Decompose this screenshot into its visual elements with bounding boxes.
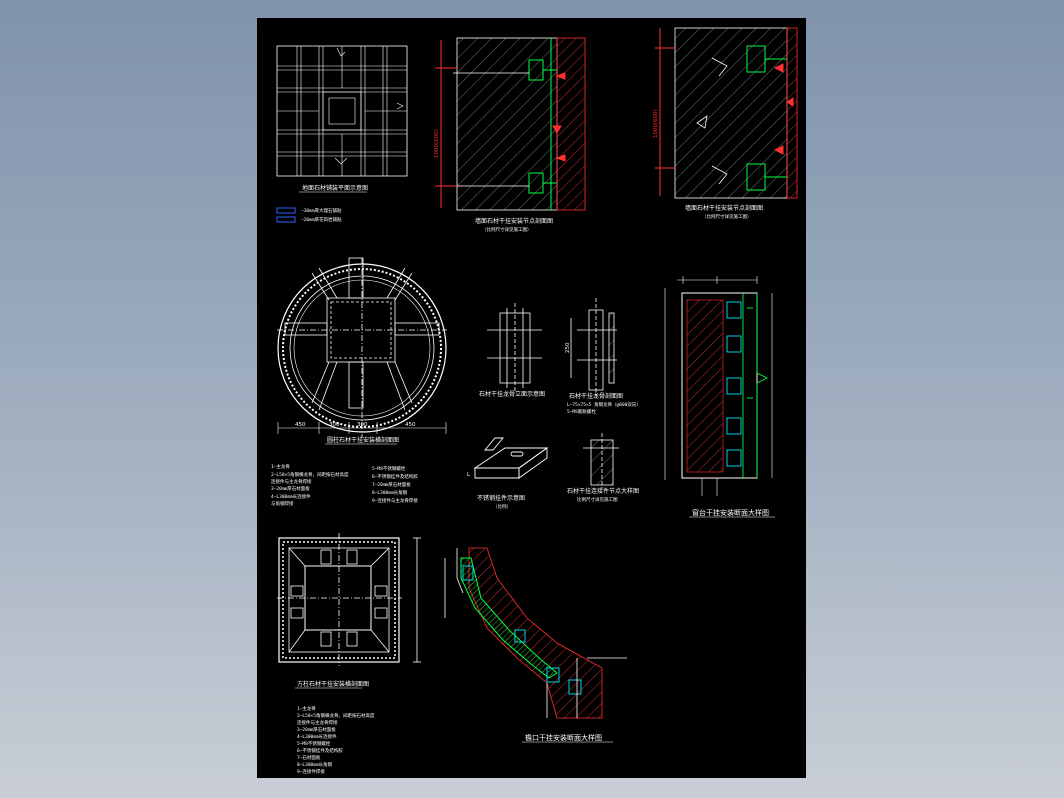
svg-text:5—M8膨胀螺栓: 5—M8膨胀螺栓 xyxy=(567,408,596,415)
svg-text:2—L50×5角钢横龙骨，间距按石材高度: 2—L50×5角钢横龙骨，间距按石材高度 xyxy=(271,471,349,478)
svg-text:3—20mm厚石材面板: 3—20mm厚石材面板 xyxy=(271,485,310,492)
bracket-detail-scale: 比例尺寸详见施工图 xyxy=(577,496,618,503)
svg-text:2—L50×5角钢横龙骨，间距按石材高度: 2—L50×5角钢横龙骨，间距按石材高度 xyxy=(297,712,375,719)
eave-section-view: 檐口干挂安装断面大样图 xyxy=(444,547,627,743)
svg-text:1—主龙骨: 1—主龙骨 xyxy=(297,705,316,712)
window-section-view: 窗台干挂安装断面大样图 xyxy=(664,276,775,518)
svg-text:9—连接件与主龙骨焊接: 9—连接件与主龙骨焊接 xyxy=(372,497,418,504)
round-dim-2: 300 xyxy=(329,422,340,428)
wall-2-scale: （比例尺寸详见施工图） xyxy=(702,213,752,220)
cad-drawing: 地面石材铺装平面示意图 —30mm厚大理石铺贴 —20mm厚花岗岩铺贴 1000… xyxy=(271,27,798,775)
keel-section-title: 石材干挂龙骨剖面图 xyxy=(569,392,623,400)
svg-text:5—M8不锈钢螺栓: 5—M8不锈钢螺栓 xyxy=(372,465,406,472)
round-dim-1: 450 xyxy=(295,422,306,428)
svg-text:9—连接件焊接: 9—连接件焊接 xyxy=(297,768,325,775)
round-column-notes: 1—主龙骨 2—L50×5角钢横龙骨，间距按石材高度 连接件与主龙骨焊接 3—2… xyxy=(271,463,418,507)
bracket-detail-view: 石材干挂连接件节点大样图 比例尺寸详见施工图 xyxy=(567,433,639,503)
bracket-label: L xyxy=(467,472,471,478)
svg-text:4—L300mm长连接件: 4—L300mm长连接件 xyxy=(271,493,311,500)
svg-text:与角钢焊接: 与角钢焊接 xyxy=(271,500,294,507)
square-column-title: 方柱石材干挂安装横剖面图 xyxy=(297,680,369,688)
eave-section-title: 檐口干挂安装断面大样图 xyxy=(525,733,602,742)
svg-text:6—不锈钢挂件及结构胶: 6—不锈钢挂件及结构胶 xyxy=(372,473,418,480)
svg-text:6—不锈钢挂件及结构胶: 6—不锈钢挂件及结构胶 xyxy=(297,747,343,754)
svg-text:5—M8不锈钢螺栓: 5—M8不锈钢螺栓 xyxy=(297,740,331,747)
round-dim-3: 300 xyxy=(357,422,368,428)
svg-text:7—石材面板: 7—石材面板 xyxy=(297,754,321,761)
floor-legend-2: —20mm厚花岗岩铺贴 xyxy=(301,216,342,223)
drawing-sheet: 地面石材铺装平面示意图 —30mm厚大理石铺贴 —20mm厚花岗岩铺贴 1000… xyxy=(257,18,806,778)
keel-section-dim: 250 xyxy=(565,342,571,353)
floor-plan-view: 地面石材铺装平面示意图 —30mm厚大理石铺贴 —20mm厚花岗岩铺贴 xyxy=(276,45,408,223)
round-dim-4: 450 xyxy=(405,422,416,428)
floor-legend-1: —30mm厚大理石铺贴 xyxy=(301,207,342,214)
wall-section-2-view: 1000(600) 墙面石材干挂安装节点剖面图 （比例尺寸详见施工图） xyxy=(653,27,798,220)
bracket-detail-title: 石材干挂连接件节点大样图 xyxy=(567,487,639,495)
window-section-title: 窗台干挂安装断面大样图 xyxy=(692,508,769,517)
wall-1-title: 墙面石材干挂安装节点剖面图 xyxy=(475,217,553,225)
keel-section-view: 250 石材干挂龙骨剖面图 L—75×75×5 角钢龙骨（@600双向） 5—M… xyxy=(565,298,641,415)
wall-section-1-view: 1000(600) 墙面石材干挂安装节点剖面图 （比例尺寸详见施工图） xyxy=(434,37,586,233)
svg-text:7—20mm厚石材面板: 7—20mm厚石材面板 xyxy=(372,481,411,488)
svg-text:连接件与主龙骨焊接: 连接件与主龙骨焊接 xyxy=(297,719,338,726)
wall-2-dimension: 1000(600) xyxy=(653,109,659,138)
wall-1-dimension: 1000(600) xyxy=(434,129,440,158)
keel-elevation-view: 石材干挂龙骨立面示意图 xyxy=(479,303,545,398)
svg-text:8—L300mm长角钢: 8—L300mm长角钢 xyxy=(372,489,408,496)
round-column-title: 圆柱石材干挂安装横剖面图 xyxy=(327,436,399,444)
bracket-scale: （比例） xyxy=(493,503,511,510)
svg-text:4—L300mm长连接件: 4—L300mm长连接件 xyxy=(297,733,337,740)
wall-2-title: 墙面石材干挂安装节点剖面图 xyxy=(685,204,763,212)
keel-elevation-title: 石材干挂龙骨立面示意图 xyxy=(479,390,545,398)
svg-text:连接件与主龙骨焊接: 连接件与主龙骨焊接 xyxy=(271,478,312,485)
svg-text:3—20mm厚石材面板: 3—20mm厚石材面板 xyxy=(297,726,336,733)
svg-text:1—主龙骨: 1—主龙骨 xyxy=(271,463,290,470)
bracket-view: L 不锈钢挂件示意图 （比例） xyxy=(467,437,549,510)
wall-1-scale: （比例尺寸详见施工图） xyxy=(482,226,532,233)
round-column-view: 450 300 300 450 圆柱石材干挂安装横剖面图 1—主龙骨 2—L50… xyxy=(271,257,447,507)
square-column-view: 方柱石材干挂安装横剖面图 1—主龙骨 2—L50×5角钢横龙骨，间距按石材高度 … xyxy=(277,533,421,775)
bracket-title: 不锈钢挂件示意图 xyxy=(477,494,525,502)
svg-text:8—L300mm长角钢: 8—L300mm长角钢 xyxy=(297,761,333,768)
svg-text:L—75×75×5 角钢龙骨（@600双向）: L—75×75×5 角钢龙骨（@600双向） xyxy=(567,401,641,408)
square-column-notes: 1—主龙骨 2—L50×5角钢横龙骨，间距按石材高度 连接件与主龙骨焊接 3—2… xyxy=(297,705,375,775)
floor-plan-title: 地面石材铺装平面示意图 xyxy=(302,184,368,192)
